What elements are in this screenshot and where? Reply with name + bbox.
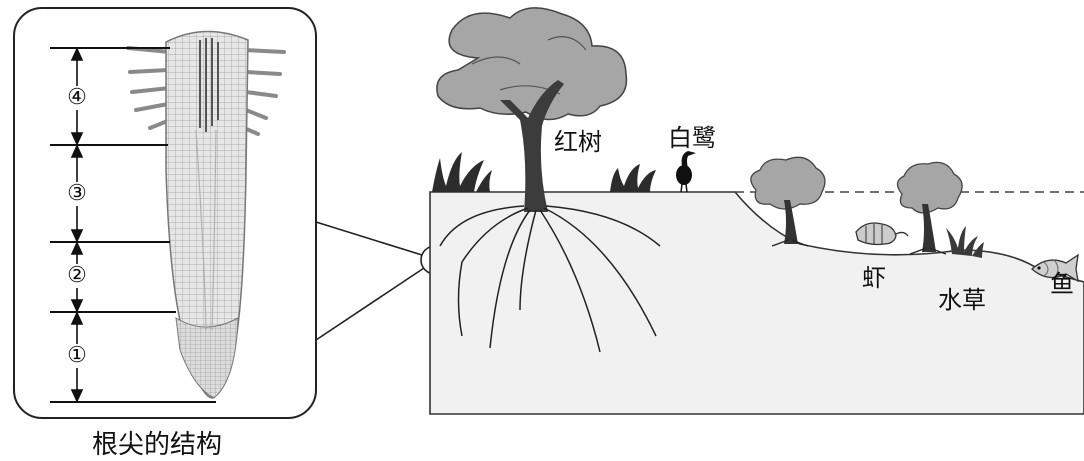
- root-tip-caption: 根尖的结构: [92, 430, 223, 460]
- ground-and-water-area: [429, 191, 1084, 415]
- mangrove-roots: [439, 205, 661, 353]
- root-hairs: [126, 46, 286, 136]
- vascular-strands: [199, 38, 219, 132]
- root-tip-panel: [13, 7, 317, 419]
- waterweed-icon: [946, 226, 984, 258]
- small-mangrove-tree: [896, 161, 963, 255]
- small-mangrove-tree: [750, 156, 826, 247]
- grass-clumps: [432, 152, 656, 192]
- zone-label-4: ④: [62, 86, 92, 110]
- magnifier: [315, 221, 450, 341]
- waterweed-label: 水草: [938, 286, 986, 314]
- fish-icon: [1031, 253, 1079, 283]
- mangrove-tree: [436, 7, 661, 353]
- root-cap: [175, 317, 239, 399]
- zone-label-2: ②: [62, 264, 92, 288]
- zone-boundaries: [50, 47, 216, 403]
- egret-label: 白鹭: [668, 124, 716, 152]
- fish-label: 鱼: [1050, 270, 1074, 298]
- ecosystem-scene: [429, 7, 1084, 415]
- shrimp-icon: [855, 222, 909, 246]
- egret-icon: [676, 151, 696, 193]
- zone-label-1: ①: [62, 344, 92, 368]
- zone-label-3: ③: [62, 182, 92, 206]
- shrimp-label: 虾: [862, 264, 886, 292]
- mangrove-label: 红树: [552, 122, 604, 157]
